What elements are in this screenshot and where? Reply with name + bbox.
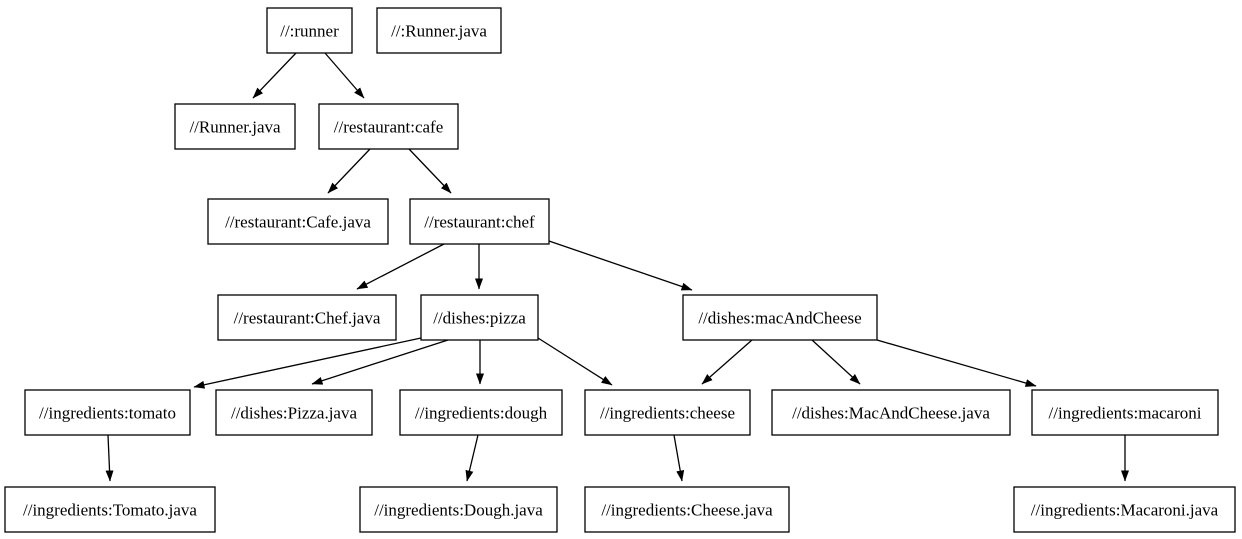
edge-mac-and-cheese-to-cheese xyxy=(701,339,753,385)
node-box xyxy=(359,486,558,533)
node-label: //ingredients:macaroni xyxy=(1049,404,1202,423)
node-label: //dishes:pizza xyxy=(433,309,526,328)
node-label: //:Runner.java xyxy=(391,22,487,41)
node-label: //restaurant:Chef.java xyxy=(234,309,381,328)
edge-cafe-to-cafe-java xyxy=(327,148,371,194)
node-box xyxy=(584,389,751,436)
node-box xyxy=(318,103,459,150)
edge-cafe-to-chef xyxy=(408,148,452,194)
graph-node-chef-java: //restaurant:Chef.java xyxy=(217,294,397,341)
edge-cheese-to-cheese-java xyxy=(673,434,685,482)
node-box xyxy=(217,294,397,341)
edge-mac-and-cheese-to-macaroni xyxy=(876,339,1037,387)
node-box xyxy=(584,486,790,533)
node-label: //dishes:macAndCheese xyxy=(698,309,861,328)
edge-chef-to-chef-java xyxy=(356,243,445,290)
nodes-layer: //:runner //:Runner.java //Runner.java //re… xyxy=(4,7,1236,533)
edge-mac-and-cheese-to-mac-and-cheese-java xyxy=(811,339,861,385)
node-box xyxy=(174,103,296,150)
edge-runner-to-runner-java xyxy=(252,52,297,99)
node-box xyxy=(266,7,353,54)
node-box xyxy=(376,7,502,54)
node-label: //ingredients:Macaroni.java xyxy=(1031,501,1219,520)
edge-pizza-to-tomato xyxy=(193,337,422,389)
node-box xyxy=(409,198,550,245)
node-label: //:runner xyxy=(280,22,339,41)
edge-pizza-to-pizza-java xyxy=(311,339,449,385)
node-box xyxy=(420,294,539,341)
node-box xyxy=(207,198,389,245)
graph-node-tomato: //ingredients:tomato xyxy=(24,389,191,436)
node-label: //ingredients:dough xyxy=(415,404,548,423)
edge-pizza-to-cheese xyxy=(537,337,613,386)
graph-node-cheese: //ingredients:cheese xyxy=(584,389,751,436)
node-label: //dishes:MacAndCheese.java xyxy=(792,404,990,423)
edge-tomato-to-tomato-java xyxy=(105,434,114,482)
graph-node-mac-and-cheese: //dishes:macAndCheese xyxy=(682,294,878,341)
node-label: //dishes:Pizza.java xyxy=(231,404,358,423)
graph-node-mac-and-cheese-java: //dishes:MacAndCheese.java xyxy=(771,389,1011,436)
graph-node-dough-java: //ingredients:Dough.java xyxy=(359,486,558,533)
edge-dough-to-dough-java xyxy=(465,434,479,482)
graph-node-runner: //:runner xyxy=(266,7,353,54)
node-label: //ingredients:tomato xyxy=(39,404,176,423)
node-label: //ingredients:Dough.java xyxy=(374,501,543,520)
node-label: //ingredients:Tomato.java xyxy=(23,501,197,520)
node-label: //restaurant:chef xyxy=(424,213,535,232)
node-box xyxy=(215,389,373,436)
graph-node-pizza: //dishes:pizza xyxy=(420,294,539,341)
graph-node-runner-java: //Runner.java xyxy=(174,103,296,150)
node-box xyxy=(682,294,878,341)
graph-node-cafe: //restaurant:cafe xyxy=(318,103,459,150)
node-label: //Runner.java xyxy=(189,118,281,137)
node-box xyxy=(1031,389,1219,436)
edge-chef-to-mac-and-cheese xyxy=(548,240,693,291)
node-box xyxy=(24,389,191,436)
graph-node-macaroni-java: //ingredients:Macaroni.java xyxy=(1013,486,1236,533)
graph-node-cafe-java: //restaurant:Cafe.java xyxy=(207,198,389,245)
node-label: //ingredients:Cheese.java xyxy=(601,501,773,520)
graph-node-tomato-java: //ingredients:Tomato.java xyxy=(4,486,216,533)
graph-node-cheese-java: //ingredients:Cheese.java xyxy=(584,486,790,533)
node-box xyxy=(1013,486,1236,533)
node-box xyxy=(4,486,216,533)
graph-node-dough: //ingredients:dough xyxy=(399,389,563,436)
graph-node-pizza-java: //dishes:Pizza.java xyxy=(215,389,373,436)
node-label: //ingredients:cheese xyxy=(600,404,735,423)
graph-node-macaroni: //ingredients:macaroni xyxy=(1031,389,1219,436)
graph-node-chef: //restaurant:chef xyxy=(409,198,550,245)
node-label: //restaurant:cafe xyxy=(334,118,444,137)
node-box xyxy=(399,389,563,436)
node-label: //restaurant:Cafe.java xyxy=(225,213,371,232)
edge-runner-to-cafe xyxy=(324,52,365,99)
edges-layer xyxy=(105,52,1129,482)
node-box xyxy=(771,389,1011,436)
graph-node-runner-java-root: //:Runner.java xyxy=(376,7,502,54)
